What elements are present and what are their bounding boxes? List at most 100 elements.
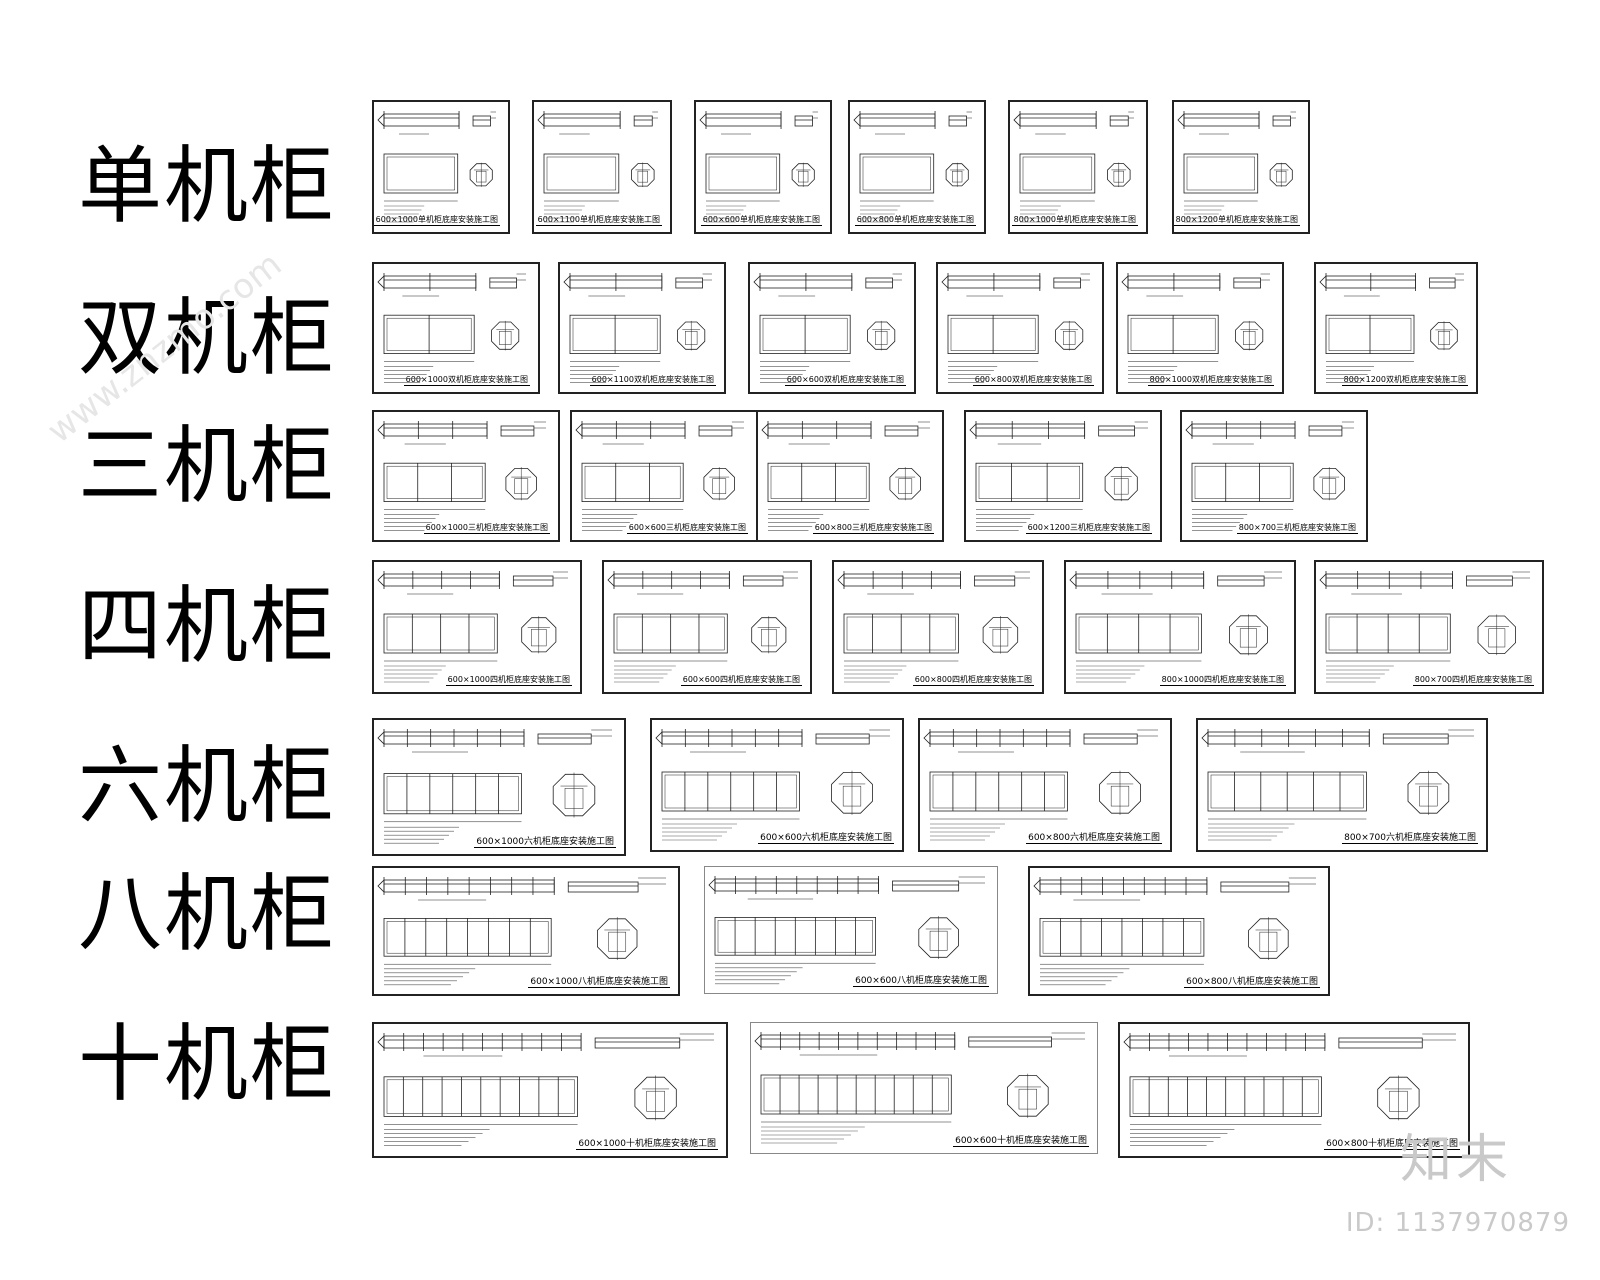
sheet-title: 600×600双机柜底座安装施工图: [784, 374, 906, 386]
drawing-sheet[interactable]: 800×700三机柜底座安装施工图: [1180, 410, 1368, 542]
cad-drawing: [923, 729, 1158, 841]
drawing-sheet[interactable]: 600×1000六机柜底座安装施工图: [372, 718, 626, 856]
drawing-sheet[interactable]: 600×600双机柜底座安装施工图: [748, 262, 916, 394]
cad-drawing: [699, 111, 818, 223]
row-label-8-cabinet: 八机柜: [78, 865, 337, 963]
sheet-title: 600×600四机柜底座安装施工图: [680, 674, 802, 686]
cad-drawing: [708, 876, 985, 985]
drawing-sheet[interactable]: 600×800十机柜底座安装施工图: [1118, 1022, 1470, 1158]
row-label-3-cabinet: 三机柜: [78, 417, 337, 515]
sheet-title: 600×800单机柜底座安装施工图: [854, 214, 976, 226]
sheet-title: 800×1200双机柜底座安装施工图: [1341, 374, 1468, 386]
drawing-sheet[interactable]: 600×600六机柜底座安装施工图: [650, 718, 904, 852]
drawing-sheet[interactable]: 600×1000八机柜底座安装施工图: [372, 866, 680, 996]
drawing-sheet[interactable]: 800×1000双机柜底座安装施工图: [1116, 262, 1284, 394]
drawing-sheet[interactable]: 600×1100双机柜底座安装施工图: [558, 262, 726, 394]
drawing-sheet[interactable]: 600×1200三机柜底座安装施工图: [964, 410, 1162, 542]
cad-drawing: [377, 571, 568, 683]
sheet-title: 600×800四机柜底座安装施工图: [912, 674, 1034, 686]
sheet-title: 800×1000四机柜底座安装施工图: [1159, 674, 1286, 686]
cad-drawing: [377, 421, 546, 531]
cad-drawing: [607, 571, 798, 683]
drawing-sheet[interactable]: 600×1000十机柜底座安装施工图: [372, 1022, 728, 1158]
drawing-sheet[interactable]: 600×800双机柜底座安装施工图: [936, 262, 1104, 394]
sheet-title: 600×1000单机柜底座安装施工图: [374, 214, 500, 226]
cad-drawing: [837, 571, 1030, 683]
cad-drawing: [377, 729, 612, 844]
cad-drawing: [1123, 1033, 1456, 1146]
cad-drawing: [1319, 571, 1530, 683]
sheet-title: 600×600十机柜底座安装施工图: [953, 1133, 1089, 1147]
sheet-title: 800×700三机柜底座安装施工图: [1236, 522, 1358, 534]
sheet-title: 600×1100单机柜底座安装施工图: [535, 214, 662, 226]
cad-drawing: [1185, 421, 1354, 531]
sheet-title: 600×1000六机柜底座安装施工图: [474, 834, 616, 848]
drawing-sheet[interactable]: 600×1000单机柜底座安装施工图: [372, 100, 510, 234]
sheet-title: 600×600六机柜底座安装施工图: [758, 830, 894, 844]
drawing-sheet[interactable]: 600×800三机柜底座安装施工图: [756, 410, 944, 542]
drawing-sheet[interactable]: 600×800四机柜底座安装施工图: [832, 560, 1044, 694]
drawing-sheet[interactable]: 600×600十机柜底座安装施工图: [750, 1022, 1098, 1154]
drawing-sheet[interactable]: 800×1000单机柜底座安装施工图: [1008, 100, 1148, 234]
drawing-sheet[interactable]: 600×800单机柜底座安装施工图: [848, 100, 986, 234]
cad-drawing: [761, 421, 930, 531]
sheet-title: 600×1000八机柜底座安装施工图: [528, 974, 670, 988]
cad-drawing: [1201, 729, 1474, 841]
cad-drawing: [575, 421, 744, 531]
drawing-sheet[interactable]: 800×700四机柜底座安装施工图: [1314, 560, 1544, 694]
sheet-title: 600×800双机柜底座安装施工图: [972, 374, 1094, 386]
watermark-logo: 知末: [1399, 1130, 1512, 1190]
cad-drawing: [969, 421, 1148, 531]
drawing-sheet[interactable]: 600×600四机柜底座安装施工图: [602, 560, 812, 694]
cad-drawing: [1069, 571, 1282, 683]
cad-drawing: [1121, 273, 1270, 383]
drawing-sheet[interactable]: 600×1000双机柜底座安装施工图: [372, 262, 540, 394]
sheet-title: 600×1100双机柜底座安装施工图: [589, 374, 716, 386]
sheet-title: 800×700六机柜底座安装施工图: [1342, 830, 1478, 844]
cad-drawing: [754, 1032, 1085, 1144]
cad-drawing: [655, 729, 890, 841]
drawing-sheet[interactable]: 600×800八机柜底座安装施工图: [1028, 866, 1330, 996]
cad-drawing: [1013, 111, 1134, 223]
row-label-6-cabinet: 六机柜: [78, 737, 337, 835]
drawing-sheet[interactable]: 600×600单机柜底座安装施工图: [694, 100, 832, 234]
cad-drawing: [753, 273, 902, 383]
drawing-sheet[interactable]: 600×800六机柜底座安装施工图: [918, 718, 1172, 852]
row-label-10-cabinet: 十机柜: [78, 1015, 337, 1113]
row-label-4-cabinet: 四机柜: [78, 577, 337, 675]
sheet-title: 600×800六机柜底座安装施工图: [1026, 830, 1162, 844]
drawing-sheet[interactable]: 800×1000四机柜底座安装施工图: [1064, 560, 1296, 694]
drawing-sheet[interactable]: 600×1000四机柜底座安装施工图: [372, 560, 582, 694]
cad-drawing: [377, 877, 666, 986]
drawing-sheet[interactable]: 800×700六机柜底座安装施工图: [1196, 718, 1488, 852]
cad-drawing: [1177, 111, 1296, 223]
cad-drawing: [377, 111, 496, 223]
row-label-1-cabinet: 单机柜: [78, 137, 337, 235]
sheet-title: 600×1000三机柜底座安装施工图: [423, 522, 550, 534]
cad-drawing: [853, 111, 972, 223]
sheet-title: 600×600三机柜底座安装施工图: [626, 522, 748, 534]
row-label-2-cabinet: 双机柜: [78, 289, 337, 387]
sheet-title: 600×1000四机柜底座安装施工图: [445, 674, 572, 686]
drawing-sheet[interactable]: 600×1100单机柜底座安装施工图: [532, 100, 672, 234]
cad-drawing: [537, 111, 658, 223]
watermark-id: ID: 1137970879: [1345, 1208, 1570, 1238]
sheet-title: 800×700四机柜底座安装施工图: [1412, 674, 1534, 686]
cad-drawing: [563, 273, 712, 383]
drawing-sheet[interactable]: 800×1200双机柜底座安装施工图: [1314, 262, 1478, 394]
cad-drawing: [377, 273, 526, 383]
drawing-sheet[interactable]: 600×600八机柜底座安装施工图: [704, 866, 998, 994]
sheet-title: 600×1000十机柜底座安装施工图: [576, 1136, 718, 1150]
cad-drawing: [1319, 273, 1464, 383]
drawing-sheet[interactable]: 600×600三机柜底座安装施工图: [570, 410, 758, 542]
sheet-title: 800×1000双机柜底座安装施工图: [1147, 374, 1274, 386]
sheet-title: 800×1200单机柜底座安装施工图: [1174, 214, 1300, 226]
cad-drawing: [1033, 877, 1316, 986]
drawing-sheet[interactable]: 800×1200单机柜底座安装施工图: [1172, 100, 1310, 234]
drawing-sheet[interactable]: 600×1000三机柜底座安装施工图: [372, 410, 560, 542]
sheet-title: 600×600八机柜底座安装施工图: [853, 973, 989, 987]
sheet-title: 600×800三机柜底座安装施工图: [812, 522, 934, 534]
cad-drawing: [941, 273, 1090, 383]
sheet-title: 600×1200三机柜底座安装施工图: [1025, 522, 1152, 534]
sheet-title: 600×600单机柜底座安装施工图: [700, 214, 822, 226]
